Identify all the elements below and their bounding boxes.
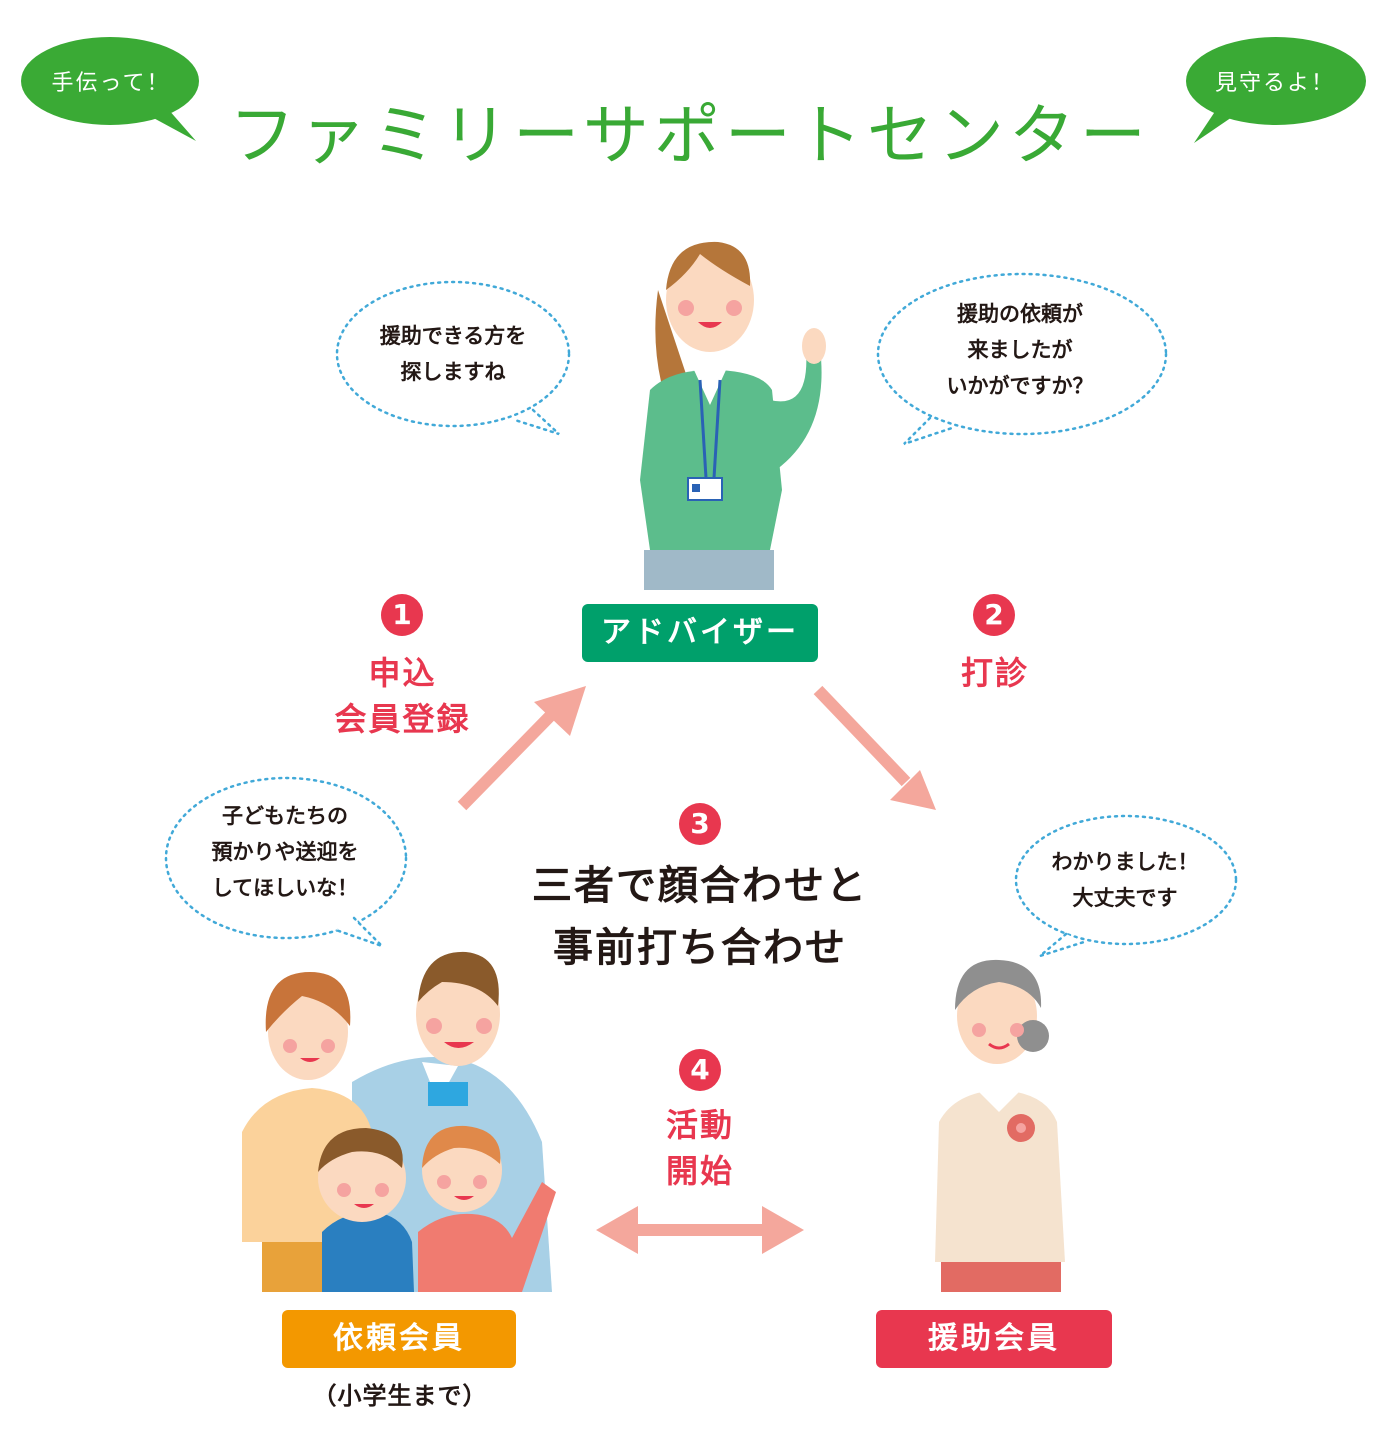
advisor-illustration [640,241,826,590]
advisor-id-photo [692,484,700,492]
step-4-number: 4 [679,1049,721,1091]
family-illustration [242,951,556,1292]
boy [318,1128,414,1292]
bubble-line: 大丈夫です [1072,886,1178,910]
advisor-cardigan [640,370,782,550]
bubble-line: 探しますね [400,360,506,384]
step-3-label: 三者で顔合わせと 事前打ち合わせ [480,855,920,979]
step-3-number: 3 [679,803,721,845]
step-1-line: 会員登録 [334,700,471,738]
step-2-line: 打診 [960,654,1029,692]
thought-bubble-advisor-right: 援助の依頼が 来ましたが いかがですか？ [870,268,1170,448]
bubble-line: わかりました！ [1051,850,1199,874]
advisor-lanyard [712,379,722,479]
advisor-lanyard [698,379,708,479]
step-3-line: 三者で顔合わせと [532,863,868,909]
arrow-register [457,686,586,811]
helper-flower-brooch [1007,1114,1035,1142]
step-3-line: 事前打ち合わせ [553,925,847,971]
step-2-number: 2 [973,594,1015,636]
helper-label-text: 援助会員 [928,1321,1060,1356]
step-1-number: 1 [381,594,423,636]
step-4-line: 活動 [665,1106,734,1144]
step-4-label: 活動 開始 [620,1102,780,1194]
girl [418,1125,556,1292]
thought-bubble-family: 子どもたちの 預かりや送迎を してほしいな！ [160,772,410,952]
speech-bubble-shape [1186,37,1366,143]
advisor-skirt [644,550,774,590]
step-1-line: 申込 [368,654,437,692]
advisor-label-text: アドバイザー [601,615,799,650]
thought-bubble-advisor-left: 援助できる方を 探しますね [333,278,573,438]
requester-label-text: 依頼会員 [333,1321,465,1356]
advisor-cheek [678,300,694,316]
bubble-line: 援助できる方を [379,324,527,348]
arrow-inquiry [813,685,936,810]
thought-bubble-shape [335,280,571,436]
bubble-line: いかがですか？ [946,374,1094,398]
bubble-line: 援助の依頼が [957,302,1083,326]
advisor-label: アドバイザー [582,604,818,662]
helper-illustration [935,959,1065,1292]
bubble-line: 子どもたちの [222,804,348,828]
thought-bubble-shape [876,272,1168,446]
speech-bubble-watch-text: 見守るよ！ [1214,71,1335,96]
advisor-hair [666,241,751,290]
advisor-collar [694,370,726,405]
step-1-label: 申込 会員登録 [300,650,505,742]
bubble-line: 来ましたが [967,338,1073,362]
speech-bubble-help: 手伝って！ [18,35,204,145]
requester-label: 依頼会員 [282,1310,516,1368]
helper-label: 援助会員 [876,1310,1112,1368]
advisor-cheek [726,300,742,316]
step-2-label: 打診 [930,650,1060,696]
step-4-line: 開始 [665,1152,734,1190]
arrow-activity [596,1206,804,1254]
bubble-line: 預かりや送迎を [211,840,359,864]
thought-bubble-helper: わかりました！ 大丈夫です [1010,810,1240,960]
advisor-arm [770,348,822,470]
speech-bubble-watch: 見守るよ！ [1180,35,1370,145]
speech-bubble-shape [21,37,199,141]
bubble-line: してほしいな！ [211,876,359,900]
thought-bubble-shape [164,776,408,948]
requester-note: （小学生まで） [312,1382,488,1410]
page-title: ファミリーサポートセンター [229,97,1151,174]
thought-bubble-shape [1014,814,1238,958]
advisor-mouth [698,322,722,328]
advisor-hand [802,328,826,364]
speech-bubble-help-text: 手伝って！ [51,71,171,96]
advisor-id-badge [687,477,723,501]
